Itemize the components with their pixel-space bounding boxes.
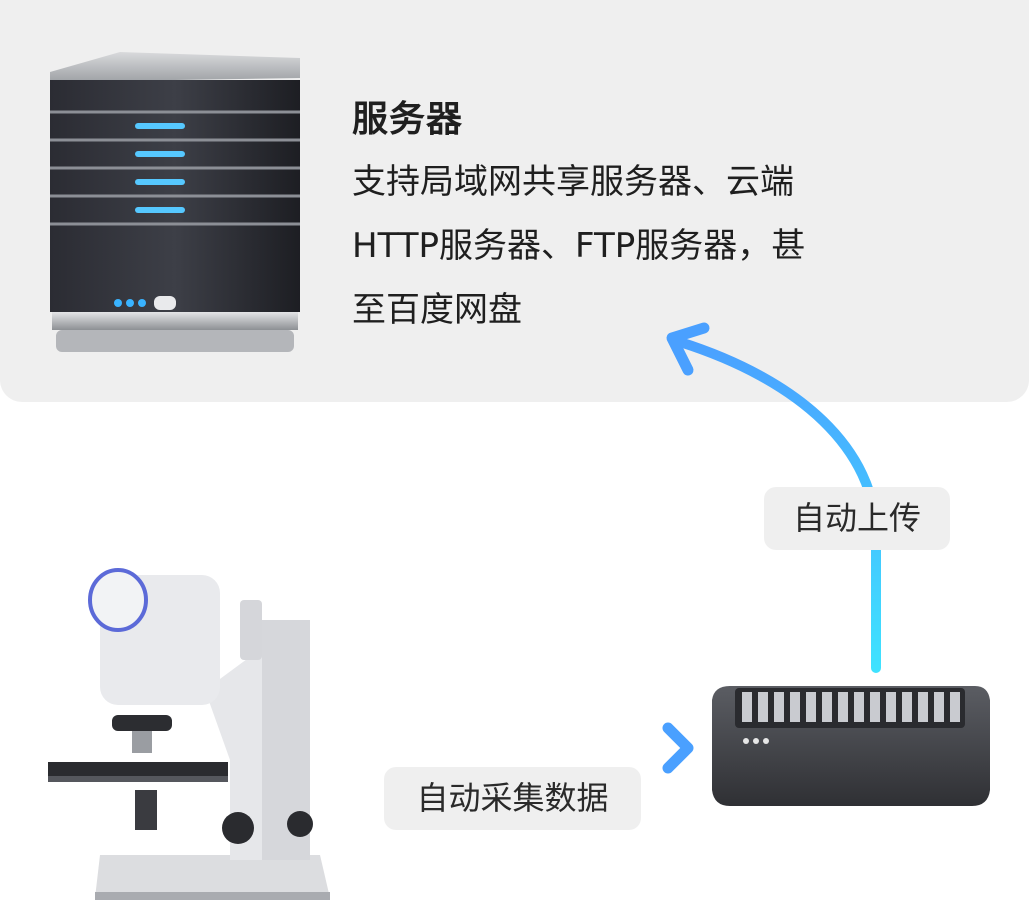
collect-label: 自动采集数据 [384, 767, 641, 830]
server-card: 服务器 支持局域网共享服务器、云端 HTTP服务器、FTP服务器，甚 至百度网盘 [0, 0, 1029, 402]
server-description-line: 至百度网盘 [352, 290, 522, 330]
server-title: 服务器 [352, 99, 464, 140]
server-description-line: HTTP服务器、FTP服务器，甚 [352, 226, 806, 266]
upload-arrowhead [666, 322, 710, 376]
upload-label: 自动上传 [764, 487, 950, 550]
server-icon [50, 52, 300, 352]
collect-arrowhead [662, 722, 694, 774]
microscope-icon [48, 568, 330, 900]
server-description: 支持局域网共享服务器、云端 HTTP服务器、FTP服务器，甚 至百度网盘 [352, 150, 912, 342]
server-description-line: 支持局域网共享服务器、云端 [352, 162, 794, 202]
